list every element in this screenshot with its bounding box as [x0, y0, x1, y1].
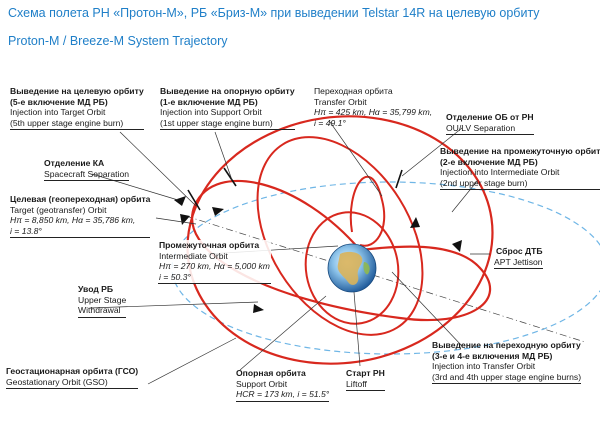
- label-ru: (1-е включение МД РБ): [160, 96, 258, 107]
- label-en: Withdrawal: [78, 305, 121, 316]
- label-ru: Геостационарная орбита (ГСО): [6, 366, 139, 376]
- label-transfer-injection: Выведение на переходную орбиту (3-е и 4-…: [432, 340, 582, 385]
- label-ru: (3-е и 4-е включения МД РБ): [432, 350, 553, 361]
- label-param: i = 50.3°: [159, 271, 191, 282]
- label-en: Spacecraft Separation: [44, 168, 130, 179]
- label-liftoff: Старт РН Liftoff: [346, 368, 385, 392]
- label-ru: Увод РБ: [78, 284, 114, 294]
- label-withdrawal: Увод РБ Upper Stage Withdrawal: [78, 284, 127, 318]
- label-ru: Отделение ОБ от РН: [446, 112, 534, 122]
- burn-markers: [187, 167, 403, 211]
- label-sc-separation: Отделение КА Spacecraft Separation: [44, 158, 130, 182]
- transfer-orbit: [191, 179, 492, 322]
- label-ru: Сброс ДТБ: [496, 246, 543, 256]
- diagram-title-ru: Схема полета РН «Протон-М», РБ «Бриз-М» …: [8, 6, 540, 20]
- earth-icon: [327, 243, 377, 293]
- label-param: i = 13.8°: [10, 225, 42, 236]
- label-param: i = 49.1°: [314, 117, 346, 128]
- diagram-title-en: Proton-M / Breeze-M System Trajectory: [8, 34, 228, 48]
- label-en: (5th upper stage engine burn): [10, 117, 124, 128]
- label-ru: Выведение на промежуточную орбиту: [440, 146, 600, 156]
- label-ru: Старт РН: [346, 368, 385, 378]
- direction-arrows: [174, 196, 462, 313]
- label-ru: Отделение КА: [44, 158, 105, 168]
- label-intermediate-injection: Выведение на промежуточную орбиту (2-е в…: [440, 146, 600, 191]
- label-ob-separation: Отделение ОБ от РН OU/LV Separation: [446, 112, 534, 136]
- label-ru: Промежуточная орбита: [159, 240, 260, 250]
- label-en: Liftoff: [346, 378, 367, 389]
- label-en: Upper Stage: [78, 294, 127, 305]
- label-gso: Геостационарная орбита (ГСО) Geostationa…: [6, 366, 139, 390]
- label-en: (3rd and 4th upper stage engine burns): [432, 371, 582, 382]
- label-en: Injection into Support Orbit: [160, 107, 262, 118]
- label-intermediate-orbit: Промежуточная орбита Intermediate Orbit …: [158, 240, 271, 285]
- label-support-injection: Выведение на опорную орбиту (1-е включен…: [160, 86, 295, 131]
- label-support-orbit: Опорная орбита Support Orbit HCR = 173 k…: [236, 368, 330, 402]
- label-en: (2nd upper stage burn): [440, 177, 528, 188]
- label-ru: Целевая (геопереходная) орбита: [10, 194, 151, 204]
- label-ru: Опорная орбита: [236, 368, 306, 378]
- label-en: Transfer Orbit: [314, 96, 367, 107]
- label-en: OU/LV Separation: [446, 122, 516, 133]
- label-en: (1st upper stage engine burn): [160, 117, 273, 128]
- label-param: Hπ = 8,850 km, Hα = 35,786 km,: [10, 215, 136, 226]
- label-en: Injection into Transfer Orbit: [432, 361, 536, 372]
- label-en: Injection into Target Orbit: [10, 107, 106, 118]
- label-target-orbit: Целевая (геопереходная) орбита Target (g…: [10, 194, 151, 239]
- label-param: HCR = 173 km, i = 51.5°: [236, 389, 330, 400]
- label-transfer-orbit: Переходная орбита Transfer Orbit Hπ = 42…: [314, 86, 432, 128]
- label-ru: Выведение на опорную орбиту: [160, 86, 295, 96]
- label-ru: (5-е включение МД РБ): [10, 96, 108, 107]
- label-en: Support Orbit: [236, 378, 288, 389]
- label-en: Intermediate Orbit: [159, 250, 228, 261]
- label-ru: Переходная орбита: [314, 86, 393, 96]
- label-param: Hπ = 270 km, Hα = 5,000 km: [159, 261, 270, 272]
- label-target-injection: Выведение на целевую орбиту (5-е включен…: [10, 86, 144, 131]
- label-apt-jettison: Сброс ДТБ APT Jettison: [494, 246, 543, 270]
- leader-lines: [89, 121, 490, 385]
- intermediate-orbit: [256, 136, 424, 336]
- label-ru: Выведение на целевую орбиту: [10, 86, 144, 96]
- label-en: Geostationary Orbit (GSO): [6, 376, 108, 387]
- label-en: Target (geotransfer) Orbit: [10, 204, 107, 215]
- label-ru: (2-е включение МД РБ): [440, 156, 538, 167]
- label-ru: Выведение на переходную орбиту: [432, 340, 581, 350]
- label-en: Injection into Intermediate Orbit: [440, 167, 560, 178]
- support-orbit: [304, 211, 400, 325]
- ascent-loop: [349, 175, 386, 247]
- label-param: Hπ = 425 km, Hα = 35,799 km,: [314, 107, 433, 118]
- label-en: APT Jettison: [494, 256, 543, 267]
